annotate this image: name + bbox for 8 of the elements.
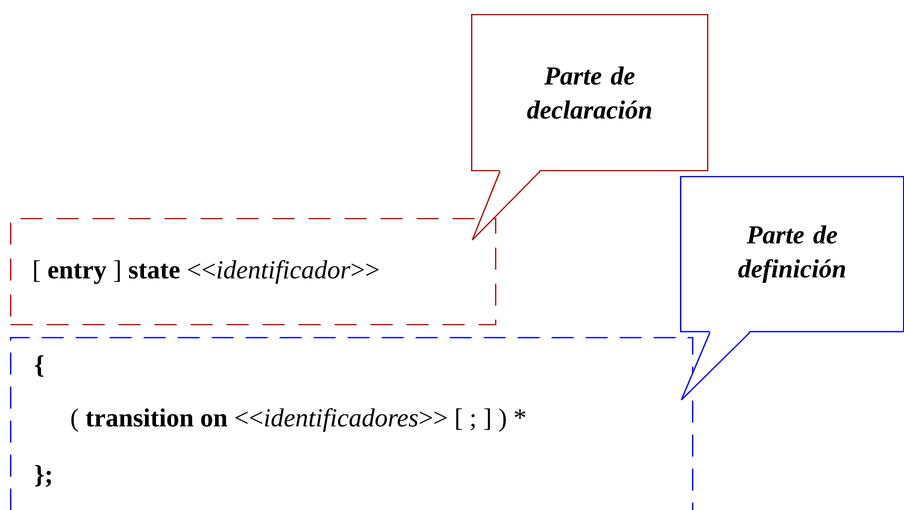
code-line: ( transition on <<identificadores>> [ ; ] ) * xyxy=(71,408,526,432)
callout-box: Parte de definición xyxy=(680,176,904,332)
callout-pointer xyxy=(472,170,541,241)
callout-pointer xyxy=(680,330,751,401)
callout-box: Parte de declaración xyxy=(471,14,708,172)
code-line: [ entry ] state <<identificador>> xyxy=(34,260,378,284)
code-line: { xyxy=(35,355,44,377)
code-line: }; xyxy=(35,464,51,488)
